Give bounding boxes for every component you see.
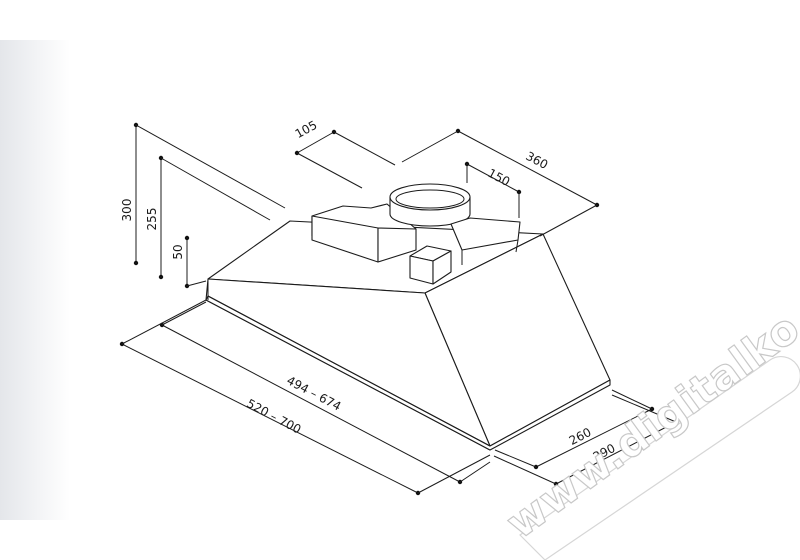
left-edge-shading: [0, 40, 70, 520]
dim-label-494-674: 494 – 674: [284, 373, 343, 413]
dimension-lines: [119, 122, 679, 496]
dim-label-50: 50: [171, 244, 185, 259]
duct-collar: [389, 183, 471, 227]
dim-label-150: 150: [485, 166, 512, 189]
dim-label-255: 255: [145, 208, 159, 231]
control-box-right: [409, 245, 452, 285]
dim-label-105: 105: [293, 118, 320, 141]
rear-housing: [450, 217, 521, 265]
dim-label-300: 300: [120, 199, 134, 222]
dim-label-520-700: 520 – 700: [244, 396, 303, 436]
